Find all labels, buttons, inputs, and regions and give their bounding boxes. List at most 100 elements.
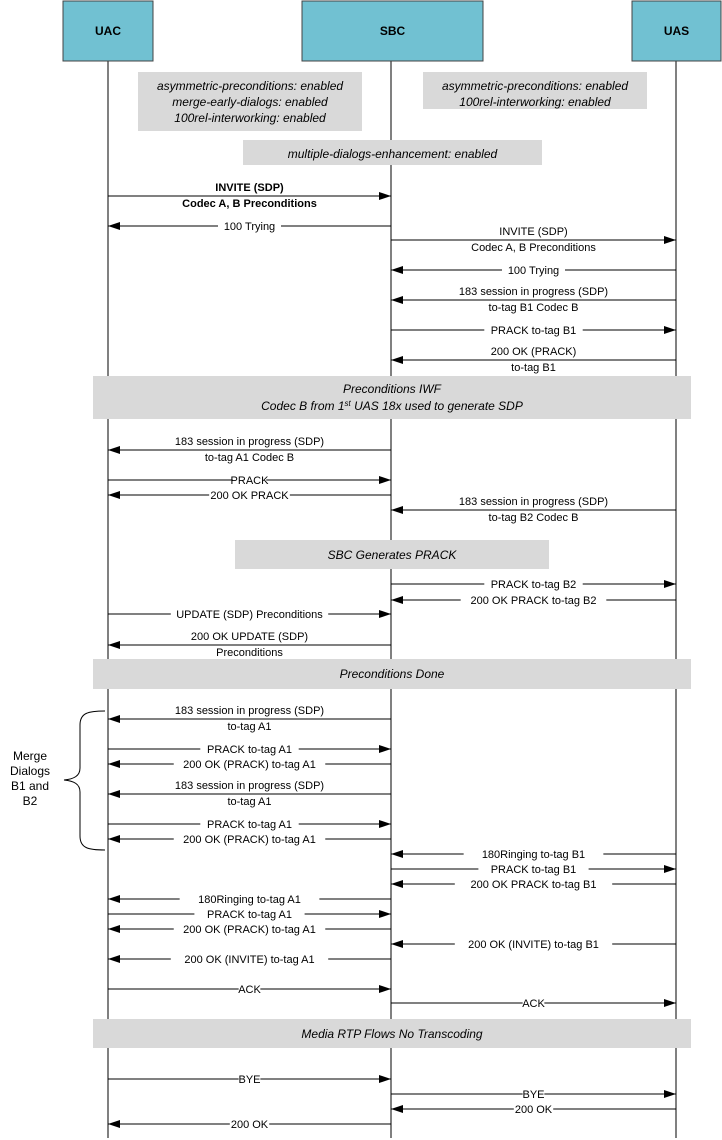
message-label: 200 OK	[231, 1119, 269, 1131]
message-8: 183 session in progress (SDP)to-tag A1 C…	[108, 435, 391, 464]
message-9: PRACK	[108, 474, 391, 487]
message-label-bg	[460, 594, 607, 607]
message-label: 200 OK (PRACK)	[491, 346, 577, 358]
banner-text: Media RTP Flows No Transcoding	[301, 1027, 483, 1041]
message-label: BYE	[238, 1074, 260, 1086]
message-label: 183 session in progress (SDP)	[459, 496, 608, 508]
merge-brace	[63, 710, 106, 851]
message-label-bg	[238, 983, 261, 996]
message-label: PRACK to-tag A1	[207, 744, 292, 756]
message-label: 183 session in progress (SDP)	[175, 436, 324, 448]
uac-config-note-text: merge-early-dialogs: enabled	[172, 95, 328, 109]
message-label-bg	[161, 435, 338, 448]
message-25: 180Ringing to-tag A1	[108, 893, 391, 906]
shared-config-note	[243, 140, 542, 165]
uac-config-note-text: asymmetric-preconditions: enabled	[157, 79, 343, 93]
message-23: PRACK to-tag B1	[391, 863, 676, 876]
message-14: UPDATE (SDP) Preconditions	[108, 608, 391, 621]
message-label: 183 session in progress (SDP)	[175, 780, 324, 792]
actor-box-uas	[631, 0, 722, 62]
actor-label-uac: UAC	[95, 24, 121, 38]
message-label-bg	[170, 608, 329, 621]
message-label: 180Ringing to-tag A1	[198, 894, 301, 906]
message-label: BYE	[522, 1089, 544, 1101]
message-label-bg	[454, 878, 613, 891]
banner-text: Codec B from 1st UAS 18x used to generat…	[261, 399, 523, 414]
merge-dialogs-label: Dialogs	[10, 764, 50, 778]
message-label: 200 OK PRACK	[210, 490, 289, 502]
message-34: 200 OK	[391, 1103, 676, 1116]
actor-box-uac	[62, 0, 154, 62]
message-5: 183 session in progress (SDP)to-tag B1 C…	[391, 285, 676, 314]
message-label: to-tag B1	[511, 362, 556, 374]
message-label-bg	[484, 578, 583, 591]
message-label-bg	[454, 938, 613, 951]
message-label: 200 OK	[515, 1104, 553, 1116]
message-label: 200 OK UPDATE (SDP)	[191, 631, 308, 643]
message-32: BYE	[108, 1073, 391, 1086]
banner-3	[93, 659, 691, 689]
banner-4	[93, 1019, 691, 1048]
message-label-bg	[173, 758, 326, 771]
message-label-bg	[194, 908, 305, 921]
uac-config-note	[138, 72, 362, 131]
actor-label-uas: UAS	[664, 24, 689, 38]
merge-dialogs-label: Merge	[13, 749, 47, 763]
message-label-bg	[522, 1088, 545, 1101]
message-21: 200 OK (PRACK) to-tag A1	[108, 833, 391, 846]
message-20: PRACK to-tag A1	[108, 818, 391, 831]
message-label: UPDATE (SDP) Preconditions	[176, 609, 323, 621]
uas-config-note-text: asymmetric-preconditions: enabled	[442, 79, 628, 93]
message-1: INVITE (SDP)Codec A, B Preconditions	[108, 181, 391, 210]
message-label: 100 Trying	[224, 221, 275, 233]
message-label: 200 OK (PRACK) to-tag A1	[183, 924, 316, 936]
message-6: PRACK to-tag B1	[391, 324, 676, 337]
merge-dialogs-label: B1 and	[11, 779, 49, 793]
message-2: 100 Trying	[108, 220, 391, 233]
message-label: INVITE (SDP)	[499, 226, 567, 238]
message-label: PRACK to-tag B1	[491, 864, 577, 876]
message-27: 200 OK (PRACK) to-tag A1	[108, 923, 391, 936]
message-label-bg	[212, 181, 287, 194]
message-label-bg	[218, 220, 281, 233]
message-label: INVITE (SDP)	[215, 182, 284, 194]
message-label-bg	[513, 1103, 554, 1116]
message-label: to-tag B2 Codec B	[489, 512, 579, 524]
message-label: 180Ringing to-tag B1	[482, 849, 585, 861]
message-label-bg	[445, 285, 622, 298]
message-label-bg	[173, 923, 326, 936]
message-label-bg	[484, 324, 583, 337]
message-19: 183 session in progress (SDP)to-tag A1	[108, 779, 391, 808]
banner-text: Preconditions IWF	[343, 382, 442, 396]
message-31: ACK	[391, 997, 676, 1010]
merge-dialogs-label: B2	[23, 794, 38, 808]
message-label-bg	[478, 863, 589, 876]
message-label-bg	[232, 474, 267, 487]
message-label: ACK	[238, 984, 261, 996]
banner-text: Preconditions Done	[340, 667, 445, 681]
message-label-bg	[170, 953, 329, 966]
message-label: PRACK to-tag B2	[491, 579, 577, 591]
message-13: 200 OK PRACK to-tag B2	[391, 594, 676, 607]
message-label: 183 session in progress (SDP)	[459, 286, 608, 298]
message-label: 200 OK (PRACK) to-tag A1	[183, 834, 316, 846]
message-18: 200 OK (PRACK) to-tag A1	[108, 758, 391, 771]
message-28: 200 OK (INVITE) to-tag B1	[391, 938, 676, 951]
message-17: PRACK to-tag A1	[108, 743, 391, 756]
shared-config-note-text: multiple-dialogs-enhancement: enabled	[288, 147, 498, 161]
message-label-bg	[445, 495, 622, 508]
message-label-bg	[161, 704, 338, 717]
actor-label-sbc: SBC	[380, 24, 406, 38]
message-label-bg	[161, 779, 338, 792]
message-30: ACK	[108, 983, 391, 996]
message-label: 200 OK PRACK to-tag B2	[471, 595, 597, 607]
message-12: PRACK to-tag B2	[391, 578, 676, 591]
message-label-bg	[179, 893, 320, 906]
message-label: PRACK	[231, 475, 270, 487]
message-24: 200 OK PRACK to-tag B1	[391, 878, 676, 891]
message-label-bg	[191, 630, 308, 643]
message-label: 200 OK (INVITE) to-tag B1	[468, 939, 599, 951]
message-label: 183 session in progress (SDP)	[175, 705, 324, 717]
uac-config-note-text: 100rel-interworking: enabled	[174, 111, 326, 125]
